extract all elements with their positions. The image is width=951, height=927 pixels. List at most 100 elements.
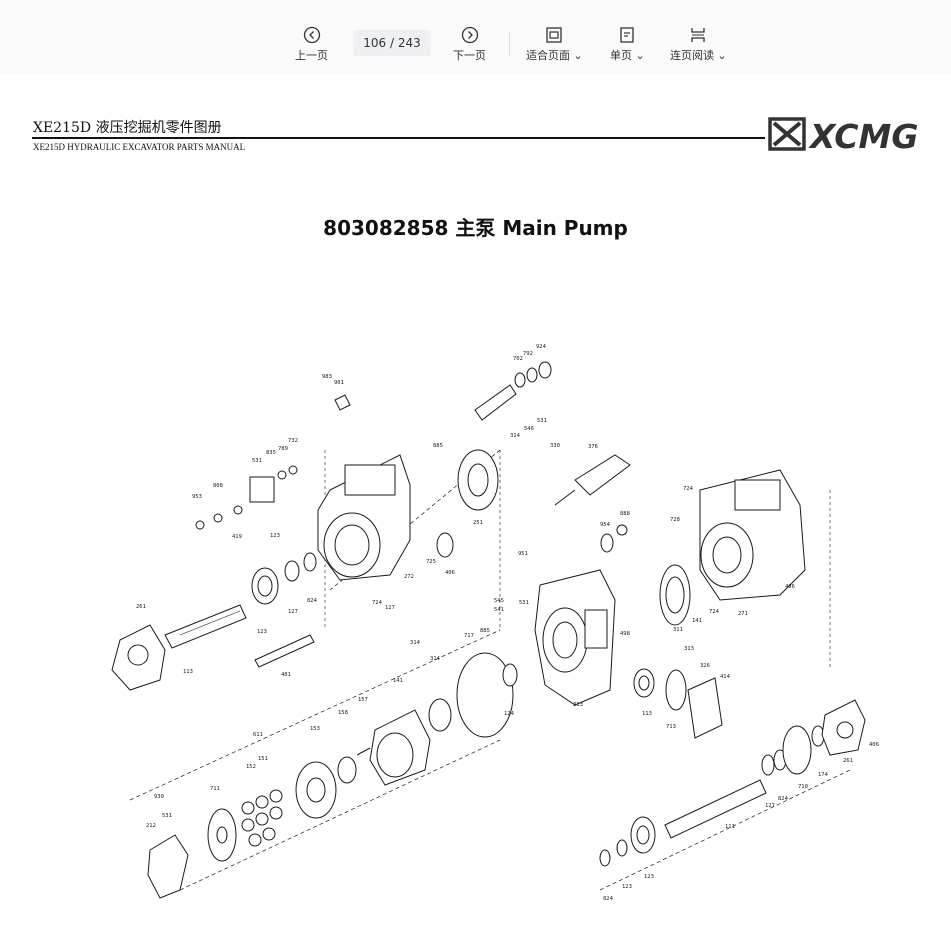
viewer-toolbar: 上一页 106 / 243 下一页 适合页面 ⌄ 单页 ⌄ 连页阅读 ⌄ xyxy=(0,0,951,74)
svg-text:251: 251 xyxy=(473,520,483,526)
svg-text:151: 151 xyxy=(258,756,268,762)
svg-text:954: 954 xyxy=(600,522,611,528)
svg-text:311: 311 xyxy=(673,627,683,633)
page-indicator[interactable]: 106 / 243 xyxy=(353,30,431,56)
page-title: 803082858 主泵 Main Pump xyxy=(323,216,628,240)
svg-text:545: 545 xyxy=(494,598,504,604)
svg-text:531: 531 xyxy=(537,418,547,424)
prev-page-button[interactable]: 上一页 xyxy=(295,26,328,63)
svg-text:314: 314 xyxy=(410,640,421,646)
svg-text:158: 158 xyxy=(338,710,348,716)
svg-text:541: 541 xyxy=(494,607,504,613)
svg-text:808: 808 xyxy=(213,483,223,489)
svg-text:419: 419 xyxy=(232,534,242,540)
svg-text:123: 123 xyxy=(622,884,632,890)
fit-page-button[interactable]: 适合页面 ⌄ xyxy=(526,26,583,63)
svg-text:824: 824 xyxy=(603,896,614,902)
toolbar-divider xyxy=(509,32,510,56)
svg-text:953: 953 xyxy=(192,494,202,500)
svg-text:901: 901 xyxy=(334,380,344,386)
svg-text:924: 924 xyxy=(536,344,547,350)
svg-text:314: 314 xyxy=(510,433,521,439)
svg-text:531: 531 xyxy=(252,458,262,464)
single-page-label: 单页 xyxy=(610,49,632,62)
svg-text:401: 401 xyxy=(281,672,291,678)
svg-text:123: 123 xyxy=(270,533,280,539)
svg-text:123: 123 xyxy=(257,629,267,635)
svg-text:141: 141 xyxy=(692,618,702,624)
svg-text:930: 930 xyxy=(154,794,164,800)
svg-text:113: 113 xyxy=(183,669,193,675)
svg-text:111: 111 xyxy=(725,824,735,830)
svg-text:792: 792 xyxy=(523,351,533,357)
svg-text:724: 724 xyxy=(709,609,720,615)
svg-text:152: 152 xyxy=(246,764,256,770)
svg-text:414: 414 xyxy=(720,674,731,680)
svg-text:789: 789 xyxy=(278,446,288,452)
svg-text:272: 272 xyxy=(404,574,414,580)
svg-text:498: 498 xyxy=(620,631,630,637)
svg-text:835: 835 xyxy=(266,450,276,456)
svg-text:271: 271 xyxy=(738,611,748,617)
svg-text:983: 983 xyxy=(322,374,332,380)
svg-text:611: 611 xyxy=(253,732,263,738)
svg-text:713: 713 xyxy=(666,724,676,730)
fit-page-label: 适合页面 xyxy=(526,49,570,62)
continuous-read-button[interactable]: 连页阅读 ⌄ xyxy=(670,26,727,63)
svg-text:153: 153 xyxy=(310,726,320,732)
svg-text:406: 406 xyxy=(869,742,879,748)
svg-text:824: 824 xyxy=(307,598,318,604)
svg-text:261: 261 xyxy=(843,758,853,764)
continuous-read-icon xyxy=(691,28,706,42)
svg-text:531: 531 xyxy=(162,813,172,819)
circle-arrow-left-icon xyxy=(303,26,320,44)
manual-header-english: XE215D HYDRAULIC EXCAVATOR PARTS MANUAL xyxy=(33,142,246,152)
svg-text:732: 732 xyxy=(288,438,298,444)
svg-text:710: 710 xyxy=(798,784,808,790)
svg-text:724: 724 xyxy=(372,600,383,606)
svg-text:141: 141 xyxy=(393,678,403,684)
svg-text:330: 330 xyxy=(550,443,560,449)
svg-text:885: 885 xyxy=(433,443,443,449)
svg-text:261: 261 xyxy=(136,604,146,610)
svg-text:702: 702 xyxy=(513,356,523,362)
svg-text:531: 531 xyxy=(519,600,529,606)
svg-text:885: 885 xyxy=(480,628,490,634)
svg-text:724: 724 xyxy=(683,486,694,492)
svg-text:157: 157 xyxy=(358,697,368,703)
svg-text:728: 728 xyxy=(670,517,680,523)
svg-text:496: 496 xyxy=(785,584,795,590)
svg-text:951: 951 xyxy=(518,551,528,557)
svg-text:717: 717 xyxy=(464,633,474,639)
svg-text:127: 127 xyxy=(385,605,395,611)
svg-text:113: 113 xyxy=(642,711,652,717)
svg-text:XCMG: XCMG xyxy=(808,117,918,154)
single-page-icon xyxy=(620,27,635,43)
fit-page-icon xyxy=(546,27,563,43)
svg-text:406: 406 xyxy=(445,570,455,576)
svg-text:376: 376 xyxy=(588,444,598,450)
next-page-button[interactable]: 下一页 xyxy=(453,26,486,63)
svg-text:888: 888 xyxy=(620,511,630,517)
continuous-read-label: 连页阅读 xyxy=(670,49,714,62)
xcmg-logo: XCMG xyxy=(768,116,936,158)
svg-text:313: 313 xyxy=(573,702,583,708)
prev-page-label: 上一页 xyxy=(295,49,328,62)
svg-text:711: 711 xyxy=(210,786,220,792)
svg-text:824: 824 xyxy=(778,796,789,802)
circle-arrow-right-icon xyxy=(461,26,478,44)
svg-text:124: 124 xyxy=(504,711,515,717)
svg-text:313: 313 xyxy=(684,646,694,652)
svg-text:725: 725 xyxy=(426,559,436,565)
svg-text:212: 212 xyxy=(146,823,156,829)
header-rule xyxy=(32,137,765,139)
svg-text:123: 123 xyxy=(644,874,654,880)
svg-text:326: 326 xyxy=(700,663,710,669)
svg-text:314: 314 xyxy=(430,656,441,662)
svg-text:127: 127 xyxy=(288,609,298,615)
next-page-label: 下一页 xyxy=(453,49,486,62)
single-page-button[interactable]: 单页 ⌄ xyxy=(610,26,645,63)
svg-text:546: 546 xyxy=(524,426,534,432)
manual-header-chinese: XE215D 液压挖掘机零件图册 xyxy=(33,120,222,136)
